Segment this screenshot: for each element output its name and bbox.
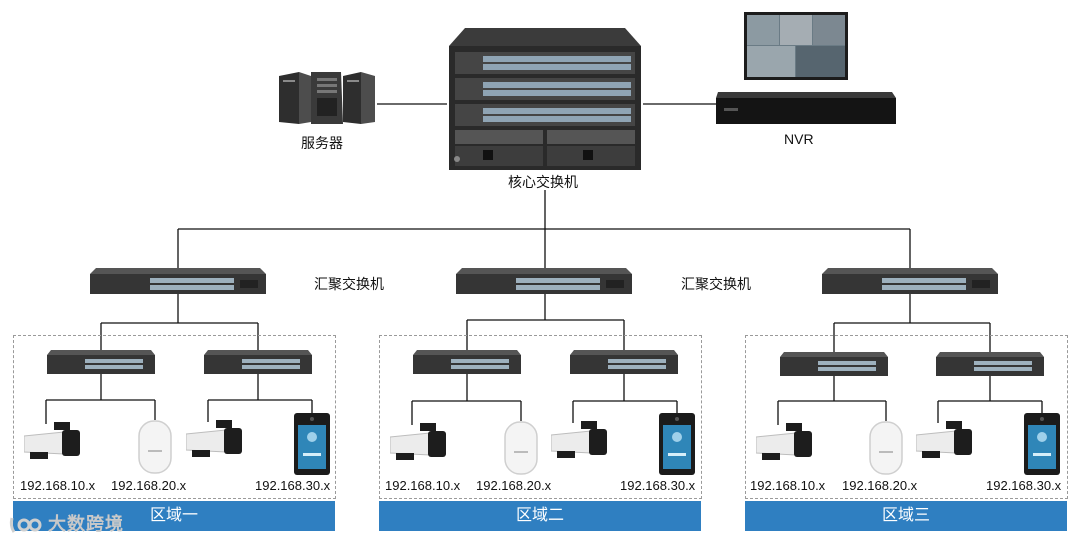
aggregation-switch-1-icon — [90, 268, 266, 294]
server-icon — [279, 72, 375, 124]
face-terminal-icon — [294, 413, 330, 475]
bullet-camera-icon — [551, 421, 607, 458]
ip-label: 192.168.10.x — [750, 478, 826, 493]
ip-label: 192.168.10.x — [20, 478, 96, 493]
access-point-icon — [138, 420, 172, 474]
watermark-logo-icon — [9, 517, 42, 534]
access-switch-icon — [780, 352, 888, 376]
region-2-area — [379, 335, 702, 499]
core-switch-icon — [449, 28, 641, 170]
access-switch-icon — [47, 350, 155, 374]
ip-label: 192.168.20.x — [476, 478, 552, 493]
region-2-bar: 区域二 — [379, 501, 701, 531]
access-switch-icon — [936, 352, 1044, 376]
nvr-icon — [716, 12, 896, 124]
region-1-area — [13, 335, 336, 499]
ip-label: 192.168.30.x — [986, 478, 1062, 493]
aggregation-switch-3-icon — [822, 268, 998, 294]
bullet-camera-icon — [756, 423, 812, 460]
region-1-bar: 区域一 — [13, 501, 335, 531]
bullet-camera-icon — [186, 420, 242, 457]
bullet-camera-icon — [24, 422, 80, 459]
ip-label: 192.168.30.x — [620, 478, 696, 493]
nvr-label: NVR — [784, 131, 814, 147]
aggregation-switch-label: 汇聚交换机 — [681, 276, 751, 292]
ip-label: 192.168.20.x — [111, 478, 187, 493]
region-3-bar: 区域三 — [745, 501, 1067, 531]
watermark: 大数跨境 — [8, 510, 124, 536]
ip-label: 192.168.10.x — [385, 478, 461, 493]
access-switch-icon — [204, 350, 312, 374]
ip-label: 192.168.30.x — [255, 478, 331, 493]
region-3-area — [745, 335, 1068, 499]
access-switch-icon — [570, 350, 678, 374]
access-switch-icon — [413, 350, 521, 374]
access-point-icon — [504, 421, 538, 475]
server-label: 服务器 — [301, 135, 343, 151]
face-terminal-icon — [659, 413, 695, 475]
aggregation-switch-label: 汇聚交换机 — [314, 276, 384, 292]
access-point-icon — [869, 421, 903, 475]
core-switch-label: 核心交换机 — [508, 174, 578, 190]
bullet-camera-icon — [390, 423, 446, 460]
face-terminal-icon — [1024, 413, 1060, 475]
aggregation-switch-2-icon — [456, 268, 632, 294]
watermark-text: 大数跨境 — [48, 514, 125, 534]
bullet-camera-icon — [916, 421, 972, 458]
ip-label: 192.168.20.x — [842, 478, 918, 493]
